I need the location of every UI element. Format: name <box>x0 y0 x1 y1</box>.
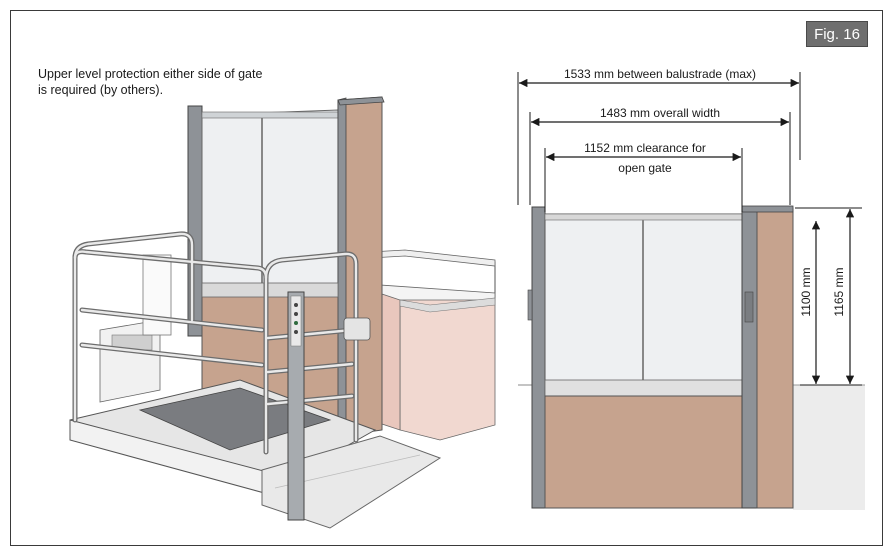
dimension-height-overall: 1165 mm <box>832 267 846 317</box>
dimension-overall-width: 1483 mm overall width <box>599 106 721 120</box>
note-line-2: is required (by others). <box>38 83 164 97</box>
dimension-clearance-line1: 1152 mm clearance for <box>584 141 706 155</box>
note-line-1: Upper level protection either side of ga… <box>38 67 263 81</box>
lift-3d-illustration <box>69 96 496 529</box>
dimension-clearance-line2: open gate <box>618 161 672 175</box>
dimension-balustrade: 1533 mm between balustrade (max) <box>563 67 757 81</box>
dimension-height-gate: 1100 mm <box>799 267 813 317</box>
protection-note: Upper level protection either side of ga… <box>38 66 318 98</box>
figure-number-badge: Fig. 16 <box>806 21 868 47</box>
lift-elevation-drawing <box>517 72 865 510</box>
